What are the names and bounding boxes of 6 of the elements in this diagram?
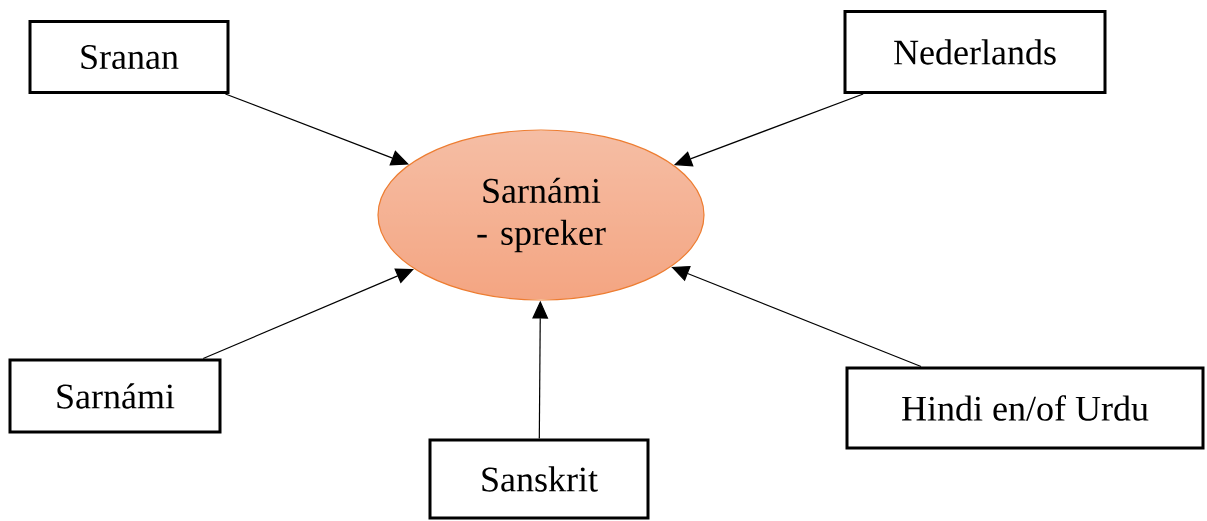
text-box: Sranan — [28, 20, 230, 94]
text-box: Sanskrit — [428, 438, 650, 520]
text-box: Hindi en/of Urdu — [845, 366, 1205, 450]
text-box: Nederlands — [843, 10, 1107, 94]
text-box: Sarnámi — [8, 358, 222, 434]
arrow — [202, 268, 414, 360]
